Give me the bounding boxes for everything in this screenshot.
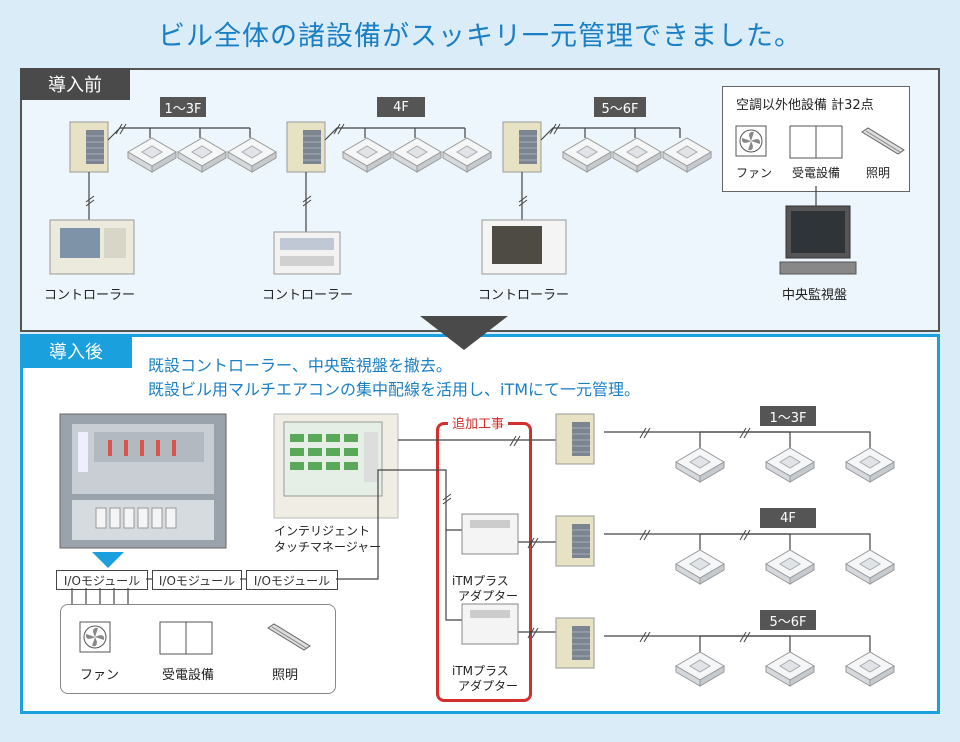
after-floor-label-1: 1〜3F xyxy=(760,406,816,426)
before-light-label: 照明 xyxy=(866,166,891,180)
touch-manager-label-2: タッチマネージャー xyxy=(274,540,382,554)
adapter-1-label-2: アダプター xyxy=(458,589,519,603)
adapter-2-label-2: アダプター xyxy=(458,679,519,693)
before-power-label: 受電設備 xyxy=(792,166,841,180)
after-fan-label: ファン xyxy=(80,668,120,683)
before-floor-label-2: 4F xyxy=(377,97,425,117)
before-floor-label-3: 5〜6F xyxy=(594,97,646,117)
after-note-1: 既設コントローラー、中央監視盤を撤去。 xyxy=(148,356,452,375)
after-tag: 導入後 xyxy=(20,334,132,368)
after-power-label: 受電設備 xyxy=(162,668,215,683)
additional-work-label: 追加工事 xyxy=(448,413,509,432)
after-light-label: 照明 xyxy=(272,668,299,683)
other-equipment-title: 空調以外他設備 計32点 xyxy=(736,98,874,113)
controller-label-3: コントローラー xyxy=(478,288,570,303)
controller-label-1: コントローラー xyxy=(44,288,136,303)
io-module-3: I/Oモジュール xyxy=(246,570,338,590)
after-note-2: 既設ビル用マルチエアコンの集中配線を活用し、iTMにて一元管理。 xyxy=(148,380,641,399)
after-floor-label-3: 5〜6F xyxy=(760,610,816,630)
before-floor-label-1: 1〜3F xyxy=(160,97,206,117)
adapter-1-label-1: iTMプラス xyxy=(452,574,509,588)
controller-label-2: コントローラー xyxy=(262,288,354,303)
adapter-2-label-1: iTMプラス xyxy=(452,664,509,678)
before-fan-label: ファン xyxy=(736,166,773,180)
central-monitor-label: 中央監視盤 xyxy=(782,288,848,303)
headline: ビル全体の諸設備がスッキリ一元管理できました。 xyxy=(158,21,802,52)
io-module-2: I/Oモジュール xyxy=(152,570,242,590)
after-floor-label-2: 4F xyxy=(760,508,816,528)
before-tag: 導入前 xyxy=(20,68,130,100)
touch-manager-label-1: インテリジェント xyxy=(274,524,371,538)
io-module-1: I/Oモジュール xyxy=(56,570,148,590)
